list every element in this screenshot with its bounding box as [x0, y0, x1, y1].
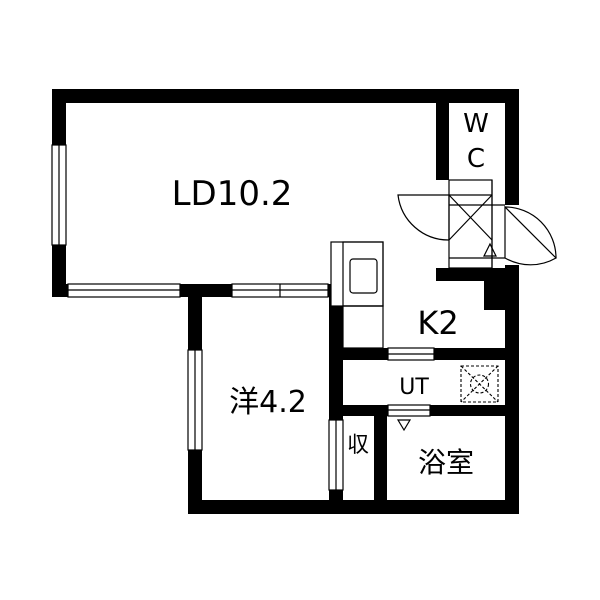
sink-icon — [349, 258, 378, 294]
label-kitchen: K2 — [417, 304, 458, 342]
washer-space — [460, 365, 499, 403]
windows — [51, 144, 435, 491]
genkan-area — [448, 179, 493, 269]
door-swing-left — [397, 194, 450, 241]
label-toilet-c: C — [467, 144, 485, 174]
wall-bath-left — [374, 405, 387, 514]
label-utility: UT — [399, 375, 429, 400]
label-bathroom: 浴室 — [418, 446, 474, 479]
wall-ut-bath — [370, 405, 519, 416]
wall-top — [52, 89, 519, 103]
bath-door-marker-icon — [396, 419, 412, 432]
label-western-room: 洋4.2 — [229, 385, 307, 420]
washer-space-icon — [460, 365, 499, 403]
entry-doors — [397, 179, 557, 269]
label-ld: LD10.2 — [172, 174, 293, 214]
kitchen-fixtures — [330, 241, 384, 349]
wall-closet-top — [329, 405, 374, 416]
wall-k2-right — [484, 268, 519, 310]
kitchen-counter — [330, 241, 384, 307]
wall-bottom — [188, 500, 519, 514]
label-closet: 収 — [347, 433, 369, 458]
label-toilet-w: W — [463, 109, 489, 139]
door-swing-right — [504, 205, 557, 266]
entrance-marker-icon — [483, 242, 497, 257]
